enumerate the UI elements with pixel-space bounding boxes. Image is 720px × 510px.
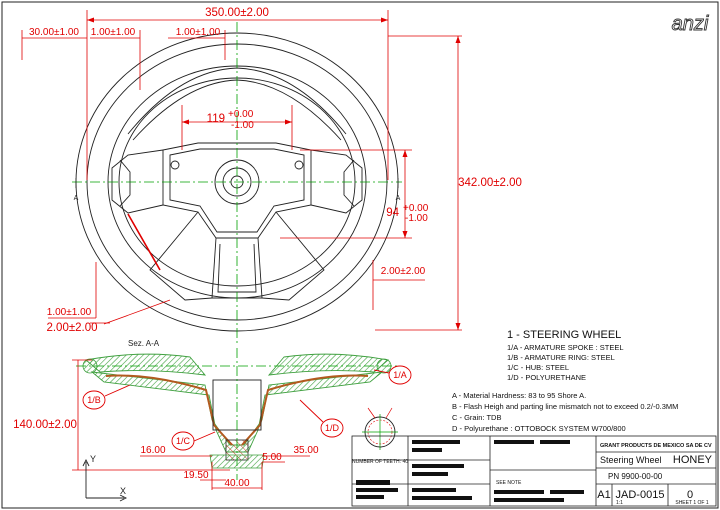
callout-1d: 1/D — [325, 423, 340, 433]
dimension-arrows — [87, 17, 461, 330]
dim-left-offset: 30.00±1.00 — [29, 27, 79, 38]
dim-rim-gap-large: 2.00±2.00 — [46, 322, 97, 334]
axis-y-label: Y — [90, 454, 96, 464]
logo-text: anzi — [672, 13, 709, 35]
dim-right-spoke-gap: 2.00±2.00 — [381, 266, 426, 277]
dim-hub-d4: 40.00 — [224, 478, 249, 489]
note-d: D - Polyurethane : OTTOBOCK SYSTEM W700/… — [452, 424, 626, 433]
axis-triad — [82, 458, 128, 502]
title-part-name: Steering Wheel — [600, 455, 662, 465]
bom-item-1d: 1/D - POLYURETHANE — [507, 373, 586, 382]
callout-1b: 1/B — [87, 395, 101, 405]
dim-hub-width-tol-lower: -1.00 — [231, 120, 254, 131]
dim-spoke-gap-right: 1.00±1.00 — [176, 27, 221, 38]
dim-hub-d3: 19.50 — [183, 470, 208, 481]
title-rev: 0 — [687, 489, 693, 501]
callout-1a: 1/A — [393, 370, 407, 380]
section-markers — [75, 178, 399, 188]
gear-label: NUMBER OF TEETH: 40 — [352, 459, 408, 465]
note-c: C - Grain: TDB — [452, 413, 501, 422]
dim-rim-gap-small: 1.00±1.00 — [47, 307, 92, 318]
bom-title: 1 - STEERING WHEEL — [507, 329, 621, 341]
dim-overall-height: 342.00±2.00 — [458, 177, 522, 189]
front-centerlines — [72, 22, 402, 345]
bom-item-1a: 1/A - ARMATURE SPOKE : STEEL — [507, 343, 624, 352]
title-sheet: SHEET 1 OF 1 — [675, 500, 708, 506]
title-customer: HONEY — [673, 454, 713, 466]
section-view — [82, 353, 392, 469]
dim-hub-d1: 16.00 — [140, 445, 165, 456]
dim-hub-width-tol-upper: +0.00 — [228, 109, 254, 120]
callout-bubbles — [82, 365, 412, 451]
section-dimension-lines — [72, 359, 310, 490]
title-drawing-no: JAD-0015 — [616, 489, 665, 501]
dim-hub-d5: 5.00 — [262, 452, 282, 463]
bom-item-1b: 1/B - ARMATURE RING: STEEL — [507, 353, 615, 362]
title-size: A1 — [597, 489, 610, 501]
anzi-logo: anzi — [671, 13, 709, 36]
title-see-note: SEE NOTE — [496, 480, 522, 486]
callout-1c: 1/C — [176, 436, 191, 446]
dim-hub-height: 94 — [386, 207, 399, 219]
title-pn: PN 9900-00-00 — [608, 472, 663, 481]
bom-item-1c: 1/C - HUB: STEEL — [507, 363, 569, 372]
dim-hub-width: 119 — [207, 113, 225, 125]
dim-hub-height-tol-lower: -1.00 — [405, 213, 428, 224]
section-centerlines — [76, 348, 398, 480]
dim-hub-height-tol-upper: +0.00 — [403, 203, 429, 214]
title-block — [351, 435, 717, 507]
section-marker-left: A — [74, 195, 79, 202]
title-company: GRANT PRODUCTS DE MEXICO SA DE CV — [600, 443, 712, 449]
axis-x-label: X — [120, 486, 126, 496]
section-marker-right: A — [396, 195, 401, 202]
note-a: A - Material Hardness: 83 to 95 Shore A. — [452, 391, 586, 400]
note-b: B - Flash Heigh and parting line mismatc… — [452, 402, 678, 411]
dimension-lines — [21, 10, 462, 331]
dim-hub-d2: 35.00 — [293, 445, 318, 456]
title-scale: 1:1 — [616, 500, 623, 506]
redacted-blocks — [356, 440, 584, 502]
gear-detail — [362, 407, 398, 450]
dim-section-depth: 140.00±2.00 — [13, 419, 77, 431]
section-label: Sez. A-A — [128, 339, 160, 348]
dim-spoke-gap-left: 1.00±1.00 — [91, 27, 136, 38]
dim-overall-width: 350.00±2.00 — [205, 7, 269, 19]
